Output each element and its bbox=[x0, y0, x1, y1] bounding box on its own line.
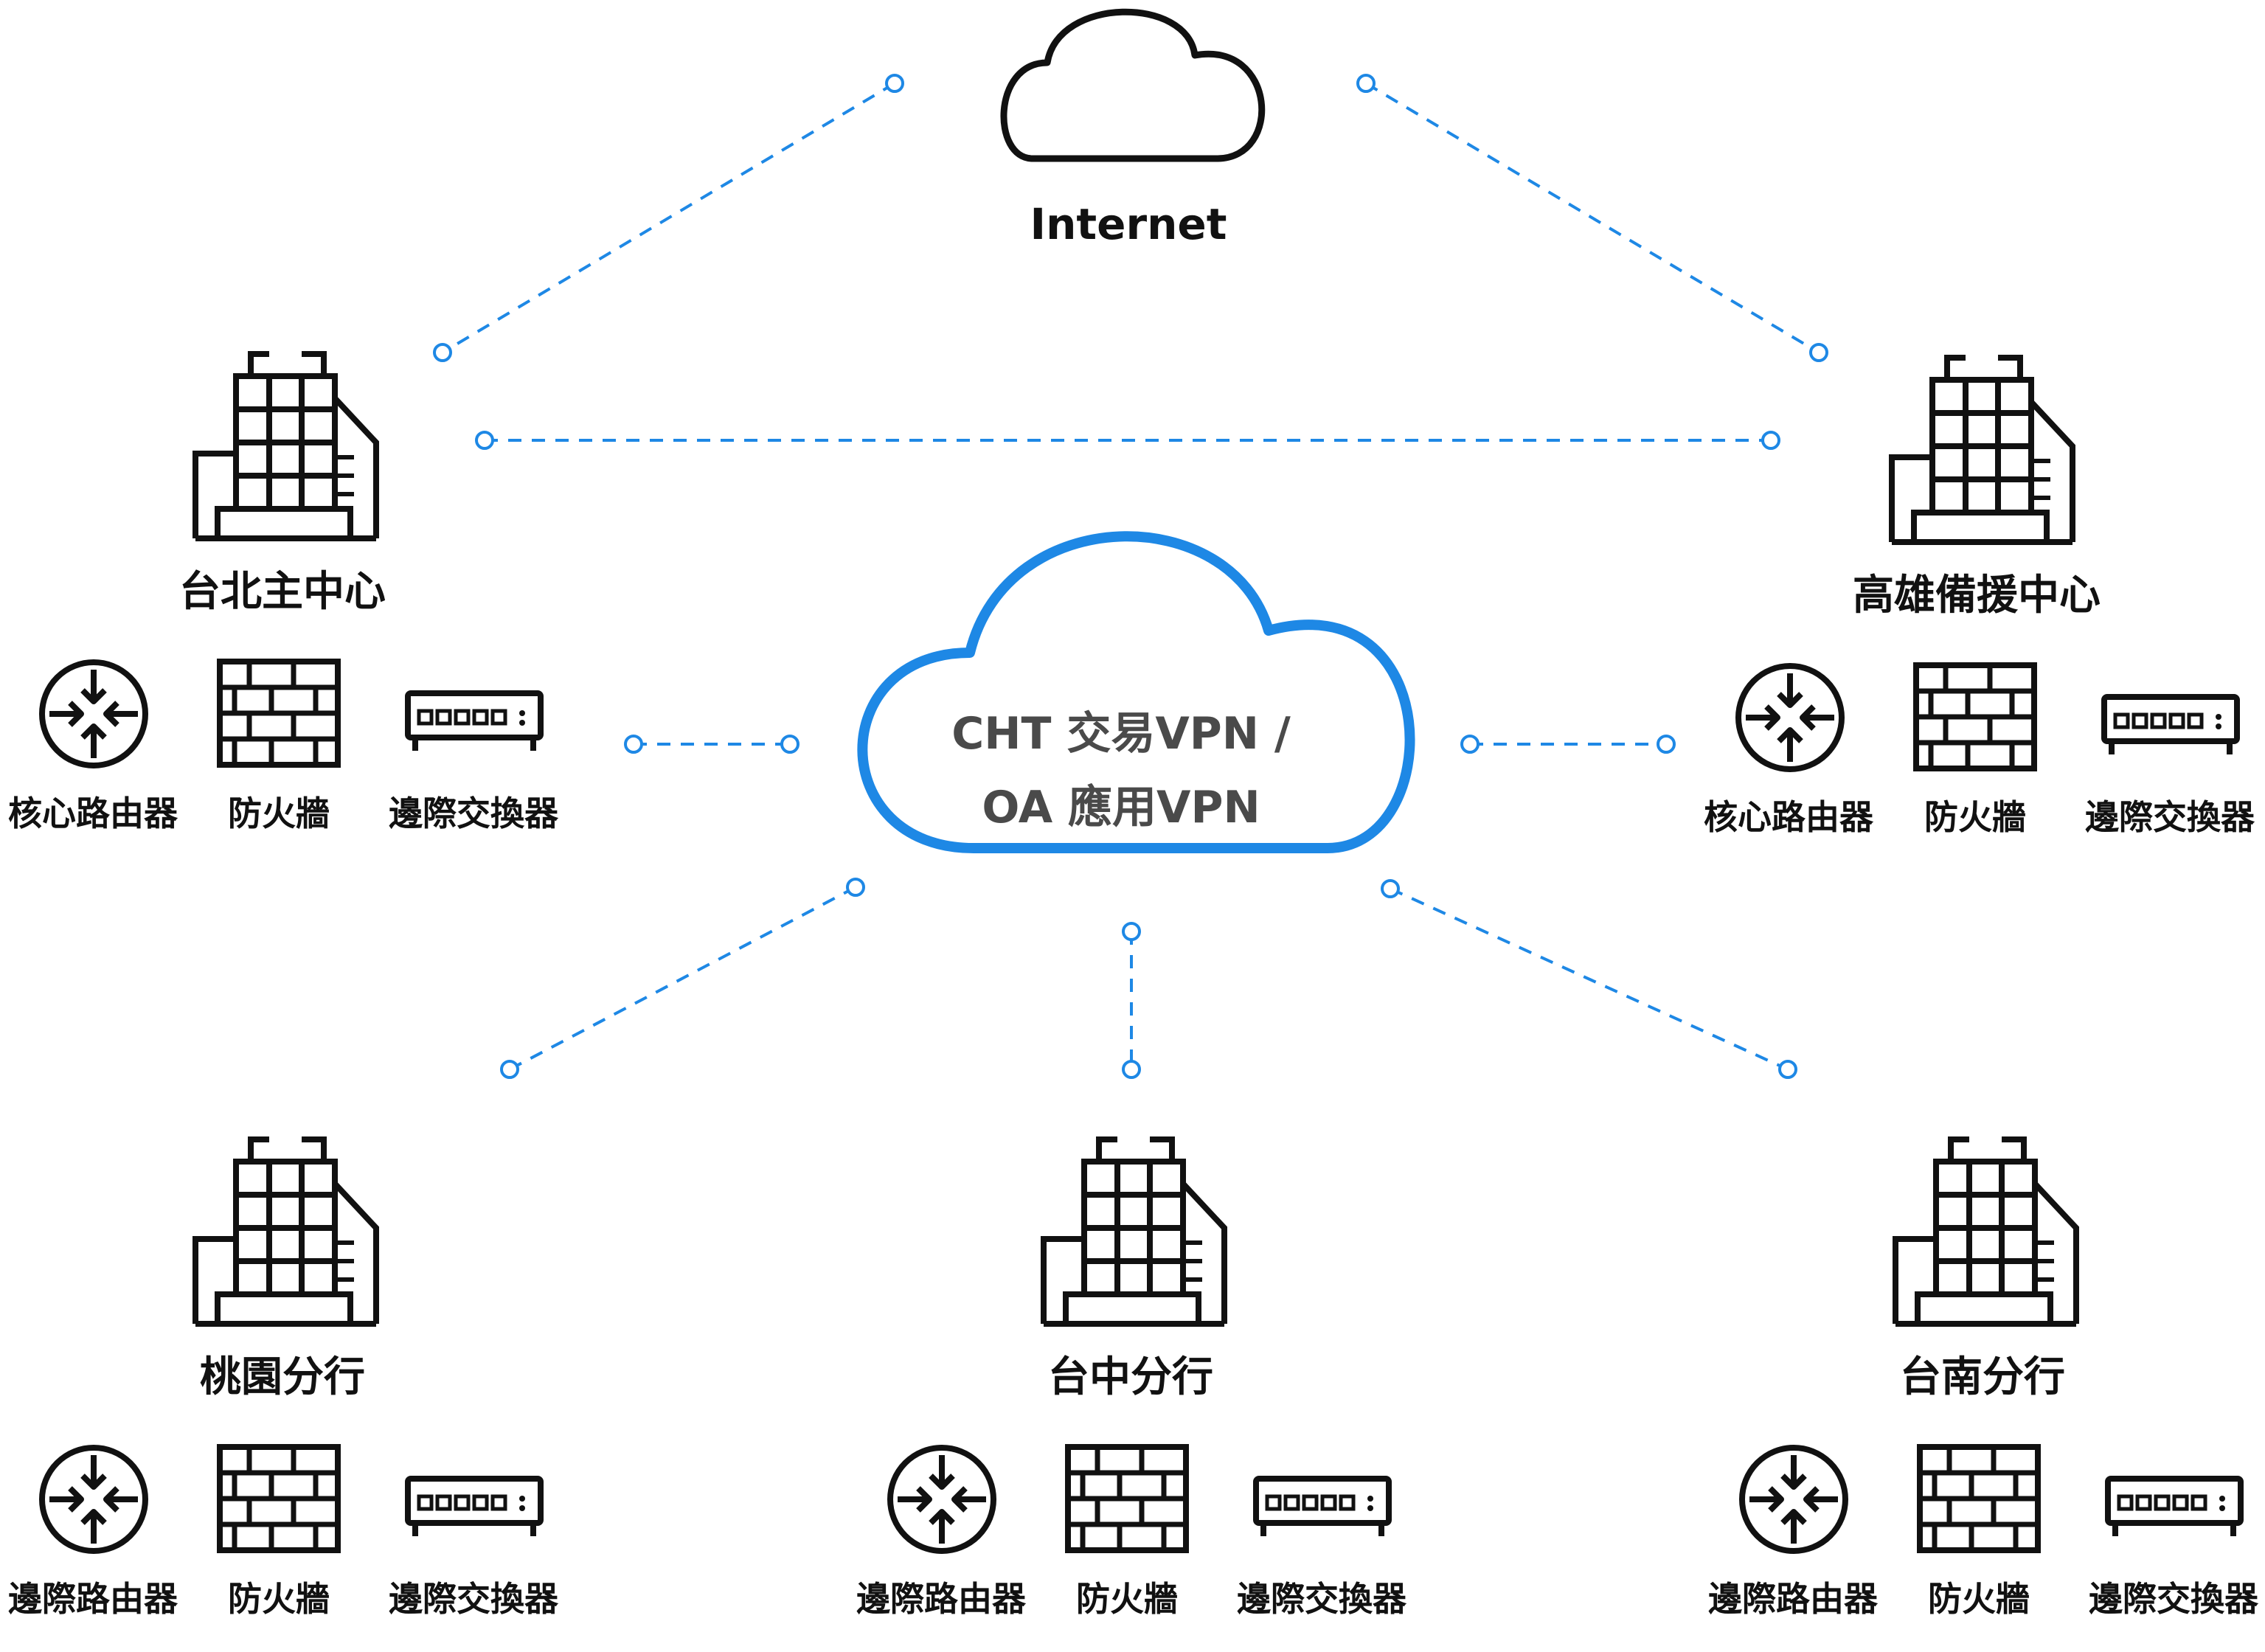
link-kaohsiung-vpn bbox=[1460, 735, 1676, 754]
taichung-router-label: 邊際路由器 bbox=[856, 1579, 1026, 1619]
kaohsiung-switch-label: 邊際交換器 bbox=[2085, 797, 2255, 837]
site-name-taichung: 台中分行 bbox=[1048, 1353, 1213, 1401]
taichung-firewall-label: 防火牆 bbox=[1076, 1579, 1178, 1619]
taoyuan-switch-icon bbox=[408, 1479, 541, 1536]
link-vpn-taoyuan bbox=[500, 878, 865, 1079]
vpn-cloud-line1: CHT 交易VPN / bbox=[951, 708, 1291, 760]
tainan-switch-label: 邊際交換器 bbox=[2089, 1579, 2258, 1619]
taoyuan-firewall-icon bbox=[220, 1447, 338, 1550]
link-internet-kaohsiung bbox=[1356, 74, 1828, 362]
tainan-router-icon bbox=[1742, 1448, 1845, 1551]
taoyuan-switch-label: 邊際交換器 bbox=[389, 1579, 558, 1619]
taichung-router-icon bbox=[890, 1448, 993, 1551]
taichung-building-icon bbox=[1044, 1139, 1224, 1324]
tainan-router-label: 邊際路由器 bbox=[1708, 1579, 1878, 1619]
vpn-cloud-line2: OA 應用VPN bbox=[982, 782, 1260, 833]
taoyuan-router-label: 邊際路由器 bbox=[8, 1579, 178, 1619]
taipei-router-icon bbox=[42, 662, 145, 766]
taipei-firewall-label: 防火牆 bbox=[228, 794, 330, 833]
vpn-cloud-icon bbox=[857, 531, 1415, 853]
tainan-switch-icon bbox=[2108, 1479, 2241, 1536]
kaohsiung-switch-icon bbox=[2104, 697, 2237, 754]
connection-links bbox=[433, 74, 1828, 1079]
link-vpn-tainan bbox=[1381, 879, 1797, 1079]
kaohsiung-router-icon bbox=[1738, 666, 1842, 769]
kaohsiung-firewall-label: 防火牆 bbox=[1924, 797, 2026, 837]
link-taipei-vpn bbox=[624, 735, 799, 754]
site-name-kaohsiung: 高雄備援中心 bbox=[1853, 572, 2101, 620]
internet-cloud-icon bbox=[1000, 8, 1266, 162]
taipei-switch-label: 邊際交換器 bbox=[389, 794, 558, 833]
taipei-router-label: 核心路由器 bbox=[8, 794, 178, 833]
site-name-tainan: 台南分行 bbox=[1900, 1353, 2065, 1401]
link-internet-taipei bbox=[433, 74, 904, 362]
taipei-switch-icon bbox=[408, 693, 541, 751]
site-name-taipei: 台北主中心 bbox=[179, 568, 386, 616]
internet-label: Internet bbox=[1030, 199, 1227, 249]
taoyuan-router-icon bbox=[42, 1448, 145, 1551]
tainan-firewall-label: 防火牆 bbox=[1928, 1579, 2030, 1619]
tainan-firewall-icon bbox=[1920, 1447, 2038, 1550]
taichung-firewall-icon bbox=[1068, 1447, 1186, 1550]
taichung-switch-icon bbox=[1256, 1479, 1389, 1536]
link-taipei-kaohsiung bbox=[475, 431, 1780, 450]
link-vpn-taichung bbox=[1122, 922, 1141, 1079]
vpn-cloud-label: CHT 交易VPN / OA 應用VPN bbox=[951, 697, 1291, 844]
kaohsiung-router-label: 核心路由器 bbox=[1704, 797, 1873, 837]
tainan-building-icon bbox=[1895, 1139, 2076, 1324]
taichung-switch-label: 邊際交換器 bbox=[1237, 1579, 1406, 1619]
taipei-firewall-icon bbox=[220, 662, 338, 765]
kaohsiung-building-icon bbox=[1892, 358, 2073, 542]
taipei-building-icon bbox=[195, 354, 376, 538]
taoyuan-building-icon bbox=[195, 1139, 376, 1324]
site-name-taoyuan: 桃園分行 bbox=[200, 1353, 365, 1401]
kaohsiung-firewall-icon bbox=[1916, 665, 2034, 768]
taoyuan-firewall-label: 防火牆 bbox=[228, 1579, 330, 1619]
